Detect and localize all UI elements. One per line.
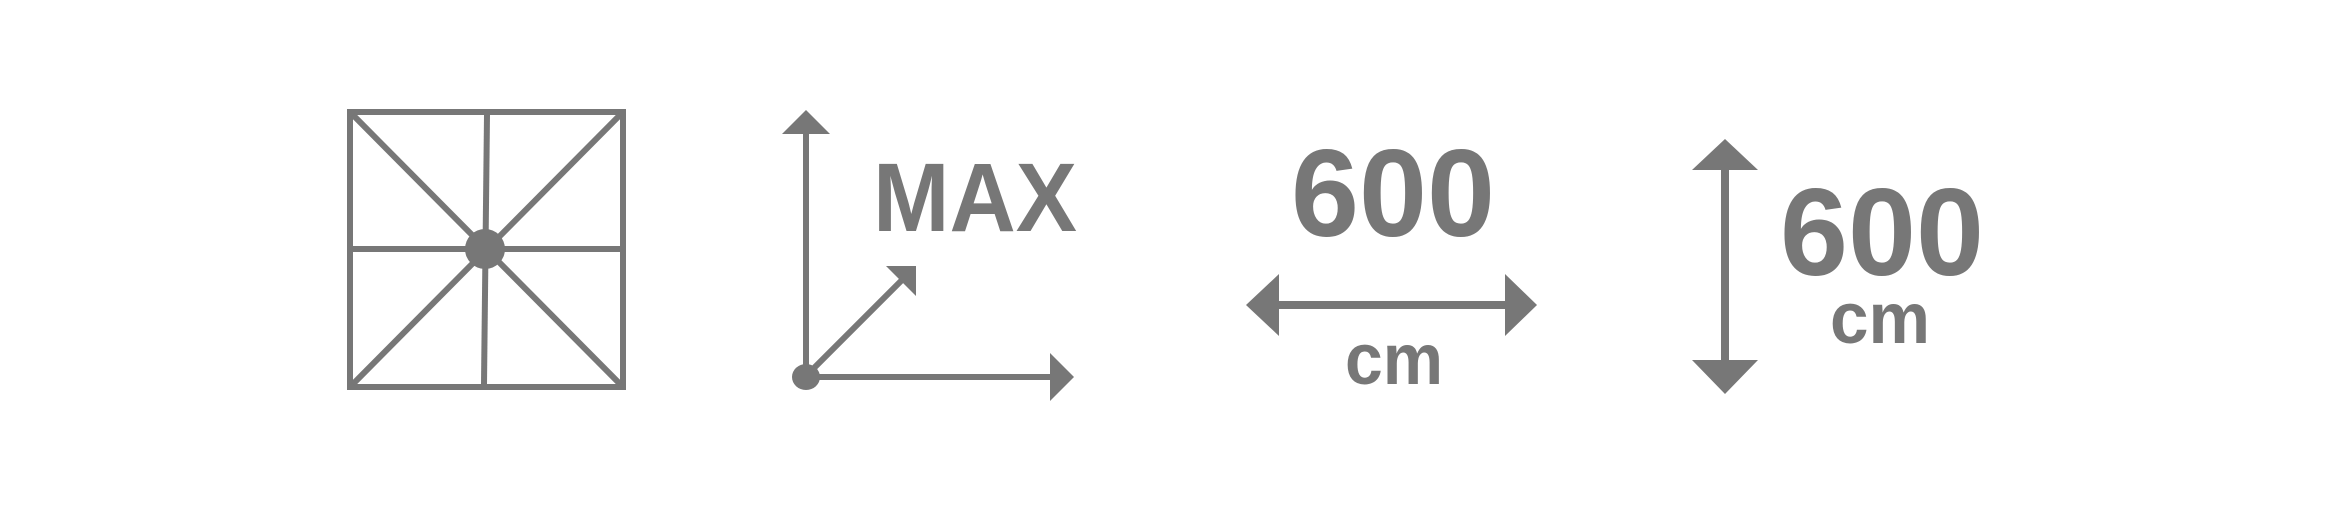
- height-value: 600: [1780, 164, 1984, 302]
- max-label: MAX: [873, 143, 1077, 252]
- canopy-ribs-icon: [347, 109, 626, 390]
- svg-text:cm: cm: [1830, 279, 1930, 359]
- svg-text:600: 600: [1291, 125, 1495, 263]
- svg-text:600: 600: [1780, 164, 1984, 302]
- width-dimension-icon: 600 cm: [1246, 125, 1537, 400]
- svg-text:MAX: MAX: [873, 143, 1077, 252]
- max-tilt-axes-icon: MAX: [782, 110, 1077, 401]
- width-value: 600: [1291, 125, 1495, 263]
- height-dimension-icon: 600 cm: [1692, 139, 1984, 394]
- svg-text:cm: cm: [1345, 320, 1443, 400]
- height-unit: cm: [1830, 279, 1930, 359]
- width-unit: cm: [1345, 320, 1443, 400]
